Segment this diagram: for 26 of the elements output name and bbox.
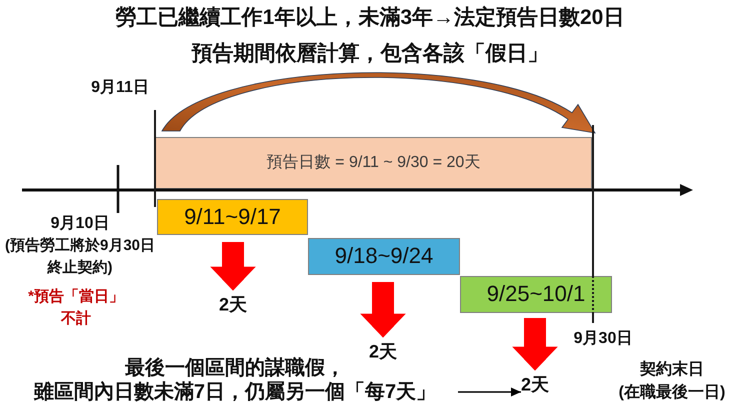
date-label: 契約末日 xyxy=(640,360,704,380)
block-arrow xyxy=(210,242,256,291)
footnote-text: *預告「當日」不計 xyxy=(27,287,125,329)
interval-box xyxy=(157,199,308,235)
day-count-text: 2天 xyxy=(219,290,247,320)
period-label: 預告日數 = 9/11 ~ 9/30 = 20天 xyxy=(266,153,480,173)
date-label: 9月30日 xyxy=(574,329,632,349)
interval-label: 9/11~9/17 xyxy=(184,204,281,230)
day-count-text: 2天 xyxy=(369,338,397,366)
day-count-text: 2天 xyxy=(521,370,549,400)
note-text: 雖區間內日數未滿7日，仍屬另一個「每7天」 xyxy=(34,380,436,404)
interval-box xyxy=(308,238,460,275)
arrow xyxy=(458,388,521,396)
block-arrow xyxy=(512,318,558,371)
note-text: (在職最後一日) xyxy=(618,383,726,403)
interval-label: 9/25~10/1 xyxy=(486,281,586,308)
date-label: 9月10日 xyxy=(50,214,110,234)
note-text: 最後一個區間的謀職假， xyxy=(125,356,345,380)
title-text: 勞工已繼續工作1年以上，未滿3年→法定預告日數20日 xyxy=(116,5,624,31)
note-text: (預告勞工將於9月30日終止契約) xyxy=(4,236,156,278)
interval-label: 9/18~9/24 xyxy=(334,243,434,270)
date-label: 9月11日 xyxy=(91,78,149,98)
period-bar xyxy=(155,137,592,189)
block-arrow xyxy=(360,282,406,338)
interval-box xyxy=(460,276,612,313)
subtitle-text: 預告期間依曆計算，包含各該「假日」 xyxy=(192,40,548,67)
